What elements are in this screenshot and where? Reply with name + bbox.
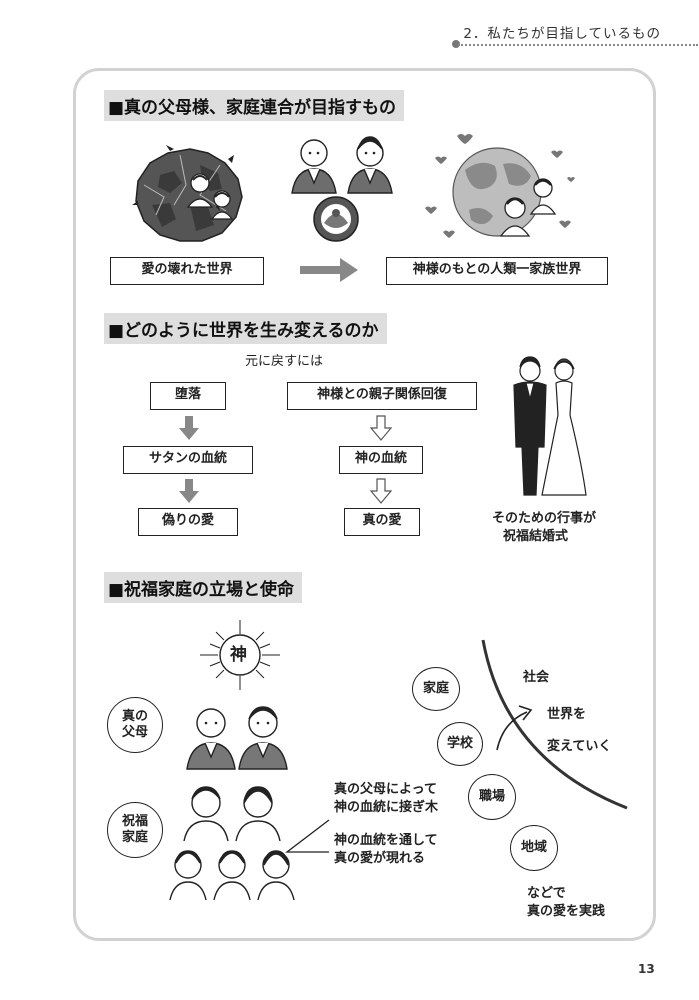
wedding-caption-line2: 祝福結婚式 xyxy=(503,529,569,544)
left-arrow-down-1-icon xyxy=(179,416,199,440)
god-label: 神 xyxy=(230,645,247,665)
right-arrow-down-2-icon xyxy=(369,478,393,504)
wedding-couple-illustration xyxy=(513,356,587,496)
society-label: 社会 xyxy=(523,670,550,685)
circle-family: 家庭 xyxy=(412,667,460,711)
family-world-label: 神様のもとの人類一家族世界 xyxy=(386,257,608,285)
blessed-family-line1: 祝福 xyxy=(121,814,148,829)
family-world-illustration xyxy=(425,134,575,238)
false-love-box: 偽りの愛 xyxy=(138,508,238,536)
graft-line1: 真の父母によって xyxy=(334,782,437,797)
true-parents-line1: 真の xyxy=(121,709,148,724)
change-line1: 世界を xyxy=(547,707,587,722)
broken-world-label: 愛の壊れた世界 xyxy=(110,257,264,285)
wedding-caption-line1: そのための行事が xyxy=(492,511,597,526)
practice-line2: 真の愛を実践 xyxy=(527,904,606,919)
circle-school: 学校 xyxy=(437,722,483,766)
true-parents-line2: 父母 xyxy=(121,725,148,740)
circle-workplace: 職場 xyxy=(468,774,516,820)
blessed-family-circle: 祝福 家庭 xyxy=(107,802,163,858)
section3-title: ■祝福家庭の立場と使命 xyxy=(104,572,303,603)
broken-world-illustration xyxy=(132,145,243,242)
god-lineage-box: 神の血統 xyxy=(339,446,423,474)
content-card xyxy=(73,68,656,941)
emblem-icon xyxy=(313,196,359,242)
lineage-line2: 真の愛が現れる xyxy=(334,851,426,866)
satan-lineage-box: サタンの血統 xyxy=(123,446,253,474)
blessed-family-figures-illustration xyxy=(169,786,295,901)
true-parents-circle: 真の 父母 xyxy=(107,697,163,753)
fall-box: 堕落 xyxy=(150,382,226,410)
society-curve xyxy=(481,639,628,810)
return-label: 元に戻すには xyxy=(245,354,324,369)
section2-title: ■どのように世界を生み変えるのか xyxy=(104,313,387,344)
right-arrow-down-1-icon xyxy=(369,415,393,441)
true-parents-illustration xyxy=(291,136,393,194)
practice-line1: などで xyxy=(527,886,566,901)
header-dot xyxy=(452,40,460,48)
page-number: 13 xyxy=(638,962,655,976)
page-header-title: 2．私たちが目指しているもの xyxy=(463,26,661,42)
lineage-line1: 神の血統を通して xyxy=(334,833,438,848)
header-rule xyxy=(458,44,698,46)
true-love-box: 真の愛 xyxy=(344,508,420,536)
change-line2: 変えていく xyxy=(547,739,612,754)
blessed-family-line2: 家庭 xyxy=(121,830,148,845)
section1-title: ■真の父母様、家庭連合が目指すもの xyxy=(104,90,405,121)
left-arrow-down-2-icon xyxy=(179,479,199,503)
circle-region: 地域 xyxy=(510,825,558,871)
bracket-line xyxy=(285,819,330,853)
graft-line2: 神の血統に接ぎ木 xyxy=(334,800,439,815)
parent-child-restoration-box: 神様との親子関係回復 xyxy=(287,382,477,410)
transform-arrow-icon xyxy=(300,258,358,282)
god-sun-icon xyxy=(200,620,280,690)
true-parents-figures-illustration xyxy=(186,706,288,770)
